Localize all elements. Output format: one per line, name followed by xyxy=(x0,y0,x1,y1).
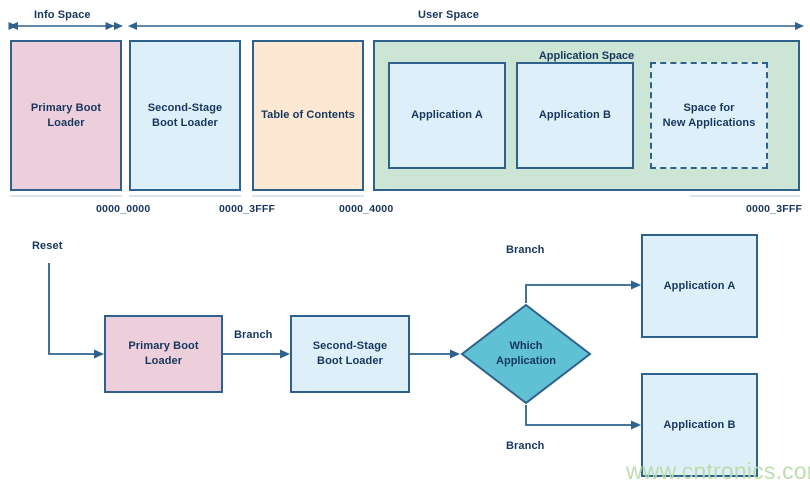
memory-region-table-of-contents: Table of Contents xyxy=(252,40,364,191)
watermark-text: www.cntronics.com xyxy=(626,458,810,484)
edge-label-branch-1: Branch xyxy=(234,329,273,341)
flow-node-second-stage-boot-loader: Second-Stage Boot Loader xyxy=(290,315,410,393)
flow-start-label-reset: Reset xyxy=(32,240,63,252)
memory-block-space-for-new-applications: Space for New Applications xyxy=(650,62,768,169)
user-space-arrow xyxy=(128,22,804,30)
edge-decision-to-appB xyxy=(525,405,641,430)
address-label-0: 0000_0000 xyxy=(96,203,151,215)
span-label-info-space: Info Space xyxy=(34,9,91,21)
address-label-2: 0000_4000 xyxy=(339,203,394,215)
address-label-1: 0000_3FFF xyxy=(219,203,276,215)
flow-node-decision-label: Which Application xyxy=(496,340,556,367)
edge-label-branch-2: Branch xyxy=(506,244,545,256)
memory-region-second-stage-boot-loader: Second-Stage Boot Loader xyxy=(129,40,241,191)
flow-node-application-b: Application B xyxy=(641,373,758,477)
edge-label-branch-3: Branch xyxy=(506,440,545,452)
memory-block-application-b: Application B xyxy=(516,62,634,169)
edge-second-to-decision xyxy=(410,349,460,359)
memory-block-application-a: Application A xyxy=(388,62,506,169)
application-space-title: Application Space xyxy=(538,50,635,62)
flow-node-primary-boot-loader: Primary Boot Loader xyxy=(104,315,223,393)
info-space-arrow xyxy=(8,22,123,30)
diamond-shape-icon xyxy=(460,303,592,405)
edge-decision-to-appA xyxy=(525,280,641,303)
edge-primary-to-second xyxy=(223,349,290,359)
span-label-user-space: User Space xyxy=(418,9,479,21)
address-label-3: 0000_3FFF xyxy=(746,203,803,215)
edge-reset-to-primary xyxy=(48,263,104,359)
memory-region-primary-boot-loader: Primary Boot Loader xyxy=(10,40,122,191)
flow-node-application-a: Application A xyxy=(641,234,758,338)
flow-node-which-application-decision: Which Application xyxy=(460,303,592,405)
